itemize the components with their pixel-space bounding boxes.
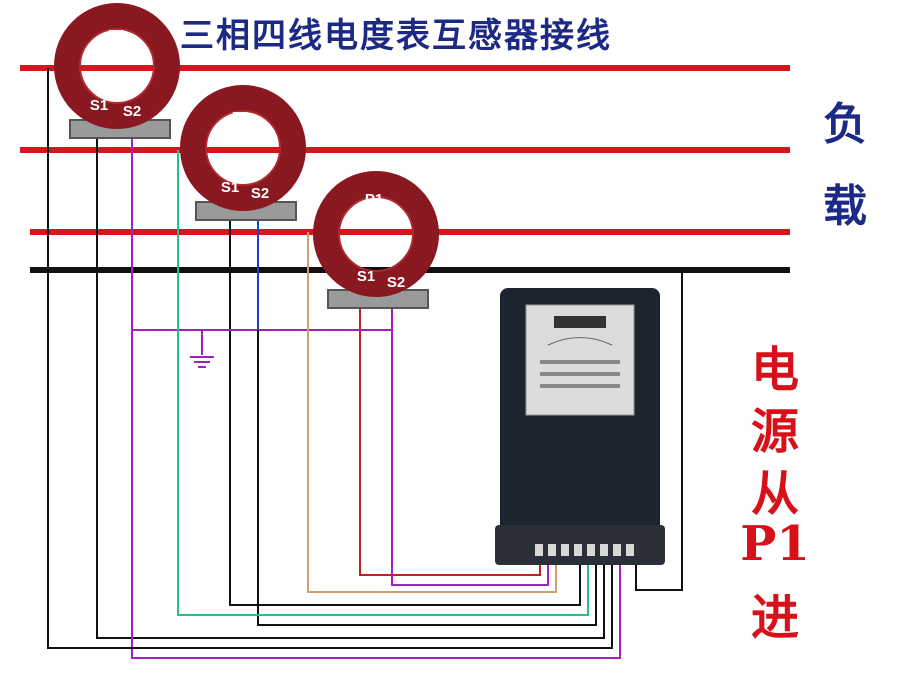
- ct2-s2-label: S2: [251, 185, 269, 202]
- ct3-s2-label: S2: [387, 274, 405, 291]
- ct2-p-label: P1: [232, 109, 250, 126]
- source-label-char-5: 进: [750, 590, 799, 646]
- meter-terminal-block: [535, 544, 634, 556]
- current-transformer-3: P1 S1 S2: [313, 171, 439, 309]
- ct1-s1-label: S1: [90, 97, 108, 114]
- ct3-p-label: P1: [365, 191, 383, 208]
- wire-neutral: [635, 270, 683, 591]
- current-transformer-2: P1 S1 S2: [180, 85, 306, 221]
- wire-ct2-s1: [229, 200, 581, 606]
- diagram-title: 三相四线电度表互感器接线: [180, 16, 612, 56]
- source-label-char-4: P1: [740, 516, 810, 572]
- current-transformer-1: P1 S1 S2: [54, 3, 180, 139]
- wire-ct3-s2: [391, 330, 549, 586]
- wire-ct3-s1: [359, 285, 541, 576]
- ground-icon: [190, 356, 214, 368]
- wire-phase-a-main: [47, 68, 613, 649]
- wire-ct2-s2-return: [257, 330, 597, 626]
- secondary-wiring: [47, 68, 683, 659]
- ct2-s1-label: S1: [221, 179, 239, 196]
- load-label-char-2: 载: [823, 181, 867, 232]
- wire-ct1-s1: [96, 120, 605, 639]
- wire-phase-c-tap: [307, 232, 557, 593]
- wire-common-return: [131, 330, 621, 659]
- ct1-p-label: P1: [108, 27, 126, 44]
- source-label-char-3: 从: [750, 466, 799, 522]
- energy-meter: [495, 288, 665, 565]
- wire-phase-a-tap: [177, 150, 589, 616]
- source-label-char-2: 源: [750, 404, 799, 460]
- source-label-char-1: 电: [750, 342, 799, 398]
- meter-display-icon: [525, 304, 635, 416]
- load-label-char-1: 负: [823, 99, 867, 150]
- ct1-s2-label: S2: [123, 103, 141, 120]
- ct3-s1-label: S1: [357, 268, 375, 285]
